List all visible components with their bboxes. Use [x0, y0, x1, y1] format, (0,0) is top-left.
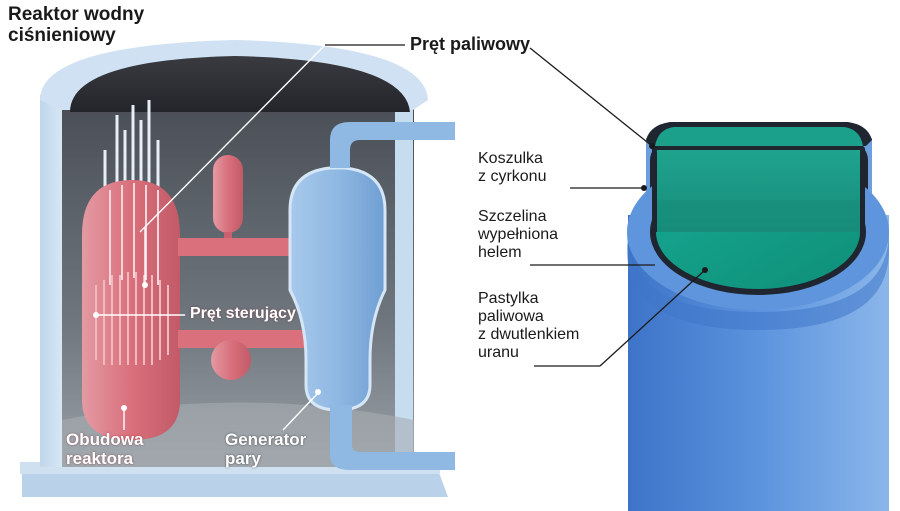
- diagram-title: Reaktor wodny ciśnieniowy: [8, 4, 144, 47]
- gap-line-1: Szczelina: [478, 208, 547, 225]
- generator-line-1: Generator: [225, 430, 307, 449]
- title-line-2: ciśnieniowy: [8, 25, 116, 47]
- label-reactor-vessel: Obudowa reaktora: [66, 430, 143, 468]
- label-helium-gap: Szczelina wypełniona helem: [478, 208, 558, 262]
- cladding-line-2: z cyrkonu: [478, 167, 547, 185]
- steam-pipe: [330, 122, 455, 168]
- title-line-1: Reaktor wodny: [8, 4, 145, 25]
- cladding-top-face: [627, 232, 889, 330]
- pellet-shading: [657, 200, 860, 232]
- leader-lines-right: [529, 47, 706, 367]
- fuel-assembly: [95, 272, 169, 365]
- coolant-pump: [211, 340, 251, 380]
- pellet-top: [655, 127, 863, 146]
- pellet-line-2: paliwowa: [478, 307, 544, 325]
- gap-line-3: helem: [478, 243, 522, 261]
- reactor-vessel: [82, 180, 180, 440]
- gap-line-2: wypełniona: [478, 225, 559, 243]
- fuel-rod-cutaway: [529, 47, 889, 511]
- leader-dots-left: [93, 282, 321, 411]
- pellet-line-1: Pastylka: [478, 290, 539, 307]
- containment-wall-right: [395, 105, 413, 467]
- base-slab: [22, 470, 448, 497]
- cladding-line-1: Koszulka: [478, 150, 543, 167]
- label-cladding: Koszulka z cyrkonu: [478, 150, 546, 186]
- containment-wall-left: [40, 95, 62, 467]
- control-rods: [109, 183, 159, 285]
- vessel-line-2: reaktora: [66, 449, 134, 469]
- containment-dome: [70, 56, 410, 112]
- generator-line-2: pary: [225, 449, 261, 469]
- leader-dots-right: [641, 143, 708, 273]
- label-fuel-pellet: Pastylka paliwowa z dwutlenkiem uranu: [478, 290, 579, 362]
- label-control-rod: Pręt sterujący: [190, 305, 296, 322]
- label-steam-generator: Generator pary: [225, 430, 306, 468]
- feedwater-pipe: [330, 405, 455, 470]
- reactor-building: [20, 40, 455, 497]
- pellet-line-3: z dwutlenkiem: [478, 325, 580, 343]
- pellet-line-4: uranu: [478, 343, 519, 361]
- label-fuel-rod: Pręt paliwowy: [410, 34, 531, 54]
- leader-lines-left: [96, 44, 326, 431]
- vessel-line-1: Obudowa: [66, 430, 144, 449]
